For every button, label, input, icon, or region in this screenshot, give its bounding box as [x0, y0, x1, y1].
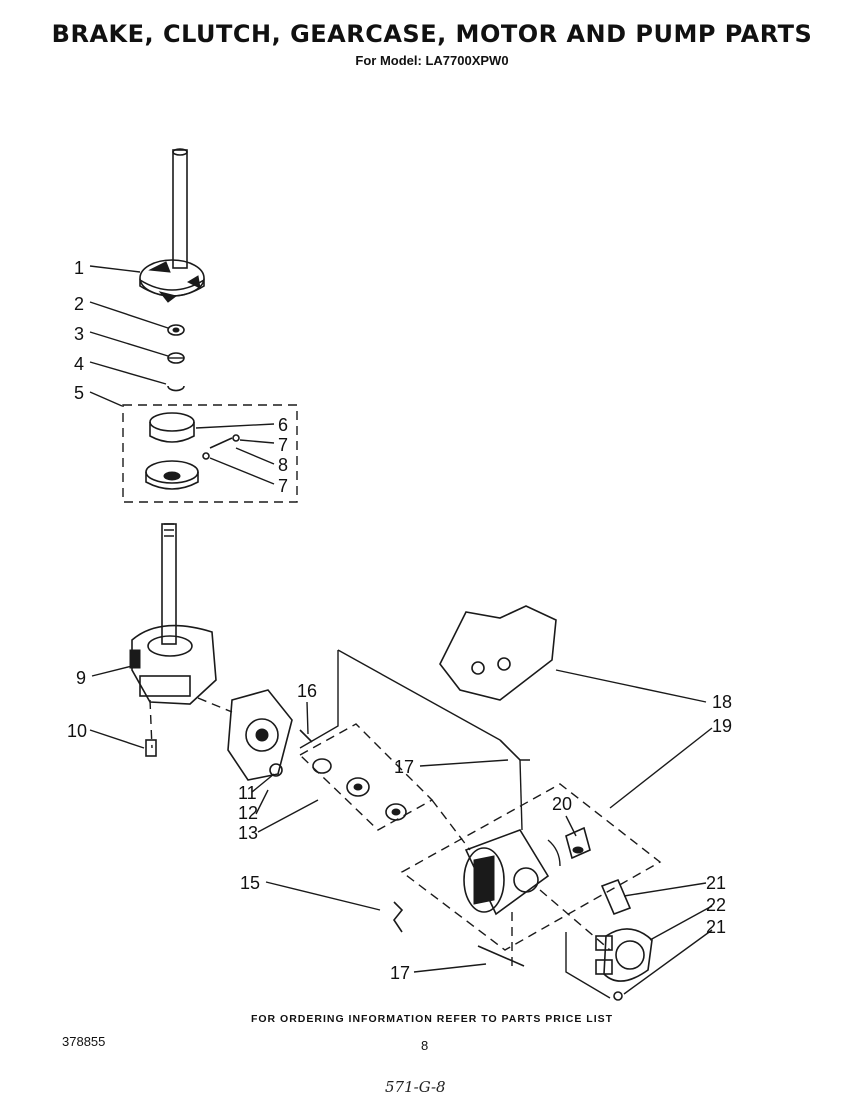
callout-3: 3: [74, 324, 84, 344]
callout-leaders: [89, 265, 713, 995]
callout-17b: 17: [390, 963, 410, 983]
callout-18: 18: [712, 692, 732, 712]
connection-lines: [299, 649, 611, 999]
part-18-cover-drawing: [439, 605, 557, 701]
callout-8: 8: [278, 455, 288, 475]
part-19-motor-assembly-drawing: [400, 783, 662, 951]
page-number: 8: [421, 1038, 429, 1053]
callout-19: 19: [712, 716, 732, 736]
callout-22: 22: [706, 895, 726, 915]
page-title: BRAKE, CLUTCH, GEARCASE, MOTOR AND PUMP …: [51, 20, 813, 48]
callout-12: 12: [238, 803, 258, 823]
part-13-pulley-set-drawing: [298, 723, 434, 831]
callout-1: 1: [74, 258, 84, 278]
callout-10: 10: [67, 721, 87, 741]
callout-7b: 7: [278, 476, 288, 496]
callout-21a: 21: [706, 873, 726, 893]
part-1-drawing: [139, 148, 205, 303]
callout-numbers: 1 2 3 4 5 6 7 8 7 9 10 11 12 13 15 16 17…: [67, 258, 732, 983]
callout-7a: 7: [278, 435, 288, 455]
part-5-clutch-assembly-drawing: [122, 404, 298, 503]
part-15-17-drawing: [393, 739, 530, 967]
callout-11: 11: [238, 783, 257, 803]
callout-13: 13: [238, 823, 258, 843]
part-9-gearcase-drawing: [129, 523, 217, 757]
part-16-screw-drawing: [299, 729, 313, 743]
callout-21b: 21: [706, 917, 726, 937]
document-number: 378855: [62, 1034, 106, 1049]
callout-17a: 17: [394, 757, 414, 777]
callout-16: 16: [297, 681, 317, 701]
callout-15: 15: [240, 873, 260, 893]
part-21-22-pump-drawing: [595, 878, 653, 1001]
ordering-note: FOR ORDERING INFORMATION REFER TO PARTS …: [250, 1013, 614, 1025]
part-2-3-4-drawings: [167, 324, 185, 392]
part-11-12-bracket-drawing: [197, 689, 293, 781]
callout-2: 2: [74, 294, 84, 314]
callout-4: 4: [74, 354, 84, 374]
model-subtitle: For Model: LA7700XPW0: [355, 53, 509, 68]
callout-6: 6: [278, 415, 288, 435]
callout-9: 9: [76, 668, 86, 688]
handwritten-note: 571-G-8: [385, 1078, 446, 1096]
callout-20: 20: [552, 794, 572, 814]
callout-5: 5: [74, 383, 84, 403]
